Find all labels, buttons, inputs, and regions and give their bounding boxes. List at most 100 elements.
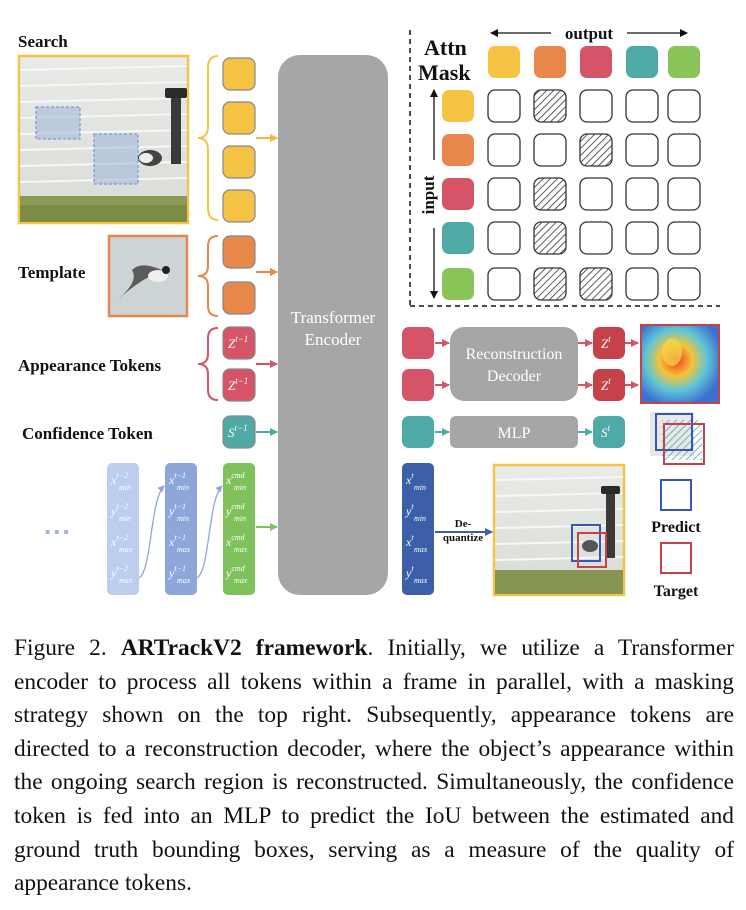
template-label: Template: [18, 263, 86, 282]
mask-cell-open: [487, 267, 521, 301]
svg-text:xtmin: xtmin: [405, 471, 426, 492]
mask-cell-masked: [579, 133, 613, 167]
search-tokens: [222, 57, 256, 223]
target-box-icon: [660, 542, 692, 574]
svg-text:Encoder: Encoder: [305, 330, 362, 349]
svg-text:Zt: Zt: [601, 334, 611, 351]
svg-text:xtmax: xtmax: [405, 533, 428, 554]
svg-text:Zt: Zt: [601, 376, 611, 393]
mask-cell-open: [487, 89, 521, 123]
mask-cell-open: [667, 177, 701, 211]
mask-grid: [487, 89, 701, 301]
result-image: [492, 463, 626, 597]
mask-cell-open: [487, 177, 521, 211]
search-token: [222, 101, 256, 135]
confidence-output-token: [402, 416, 434, 448]
mask-row-search: [442, 90, 474, 122]
mask-row-template: [442, 134, 474, 166]
prev1-to-cmd-arrow: [196, 485, 223, 579]
mask-cell-masked: [579, 267, 613, 301]
mask-cell-masked: [533, 89, 567, 123]
target-legend: Target: [654, 542, 699, 600]
appearance-token-curr-1: Zt: [593, 327, 625, 359]
search-label: Search: [18, 32, 68, 51]
input-axis-label: input: [419, 175, 438, 214]
mask-header-confidence: [626, 46, 658, 78]
svg-text:St−1: St−1: [228, 423, 248, 440]
mask-cell-masked: [533, 177, 567, 211]
template-brace: [197, 235, 219, 317]
template-token: [222, 235, 256, 269]
reconstruction-heatmap: [640, 324, 720, 404]
attn-mask-title-line1: Attn: [424, 35, 467, 60]
mask-cell-open: [579, 89, 613, 123]
attn-mask-panel: Attn Mask output input: [409, 24, 720, 307]
svg-text:Transformer: Transformer: [291, 308, 376, 327]
mask-cell-open: [625, 89, 659, 123]
ellipsis: ...: [44, 510, 72, 540]
predict-box-icon: [660, 479, 692, 511]
appearance-brace: [197, 327, 219, 401]
iou-overlap-icon: [650, 412, 705, 465]
mask-cell-open: [487, 221, 521, 255]
mask-row-coords: [442, 268, 474, 300]
caption-title: ARTrackV2 framework: [120, 635, 368, 661]
mask-cell-open: [579, 177, 613, 211]
mask-cell-open: [667, 221, 701, 255]
search-token: [222, 145, 256, 179]
svg-text:St: St: [601, 423, 611, 440]
search-token: [222, 57, 256, 91]
template-image: [107, 234, 189, 318]
mask-row-confidence: [442, 222, 474, 254]
confidence-token-label: Confidence Token: [22, 424, 153, 443]
dequantize-label-line2: quantize: [443, 532, 483, 544]
template-token: [222, 281, 256, 315]
architecture-diagram: Search Template Appearance Tokens Confid…: [17, 24, 720, 600]
mask-cell-open: [667, 89, 701, 123]
appearance-output-token-1: [402, 327, 434, 359]
mask-cell-masked: [533, 221, 567, 255]
predict-label: Predict: [651, 519, 701, 536]
svg-text:Zt−1: Zt−1: [228, 376, 248, 393]
caption-fig-label: Figure 2.: [14, 635, 107, 661]
output-axis-label: output: [565, 24, 614, 43]
svg-text:Zt−1: Zt−1: [228, 334, 248, 351]
appearance-tokens-label: Appearance Tokens: [18, 356, 161, 375]
target-label: Target: [654, 583, 699, 600]
prev2-to-prev1-arrow: [138, 485, 165, 579]
mask-header-template: [534, 46, 566, 78]
svg-text:Decoder: Decoder: [487, 368, 542, 385]
caption-body: . Initially, we utilize a Transformer en…: [14, 635, 735, 897]
mask-cell-open: [579, 221, 613, 255]
appearance-token-prev-1: Zt−1: [222, 326, 256, 360]
mask-header-search: [488, 46, 520, 78]
search-brace: [197, 55, 219, 221]
mask-cell-open: [487, 133, 521, 167]
predict-legend: Predict: [651, 479, 701, 536]
confidence-token-prev: St−1: [222, 415, 256, 449]
mask-cell-open: [625, 221, 659, 255]
mask-cell-open: [533, 133, 567, 167]
appearance-output-token-2: [402, 369, 434, 401]
svg-text:ytmax: ytmax: [405, 564, 428, 585]
mask-input-header: [442, 90, 474, 300]
figure-caption: Figure 2. ARTrackV2 framework. Initially…: [14, 632, 734, 901]
mask-header-coords: [668, 46, 700, 78]
transformer-encoder: Transformer Encoder: [278, 55, 388, 595]
confidence-token-curr: St: [593, 416, 625, 448]
svg-text:Reconstruction: Reconstruction: [466, 346, 563, 363]
mask-cell-open: [625, 177, 659, 211]
search-token: [222, 189, 256, 223]
